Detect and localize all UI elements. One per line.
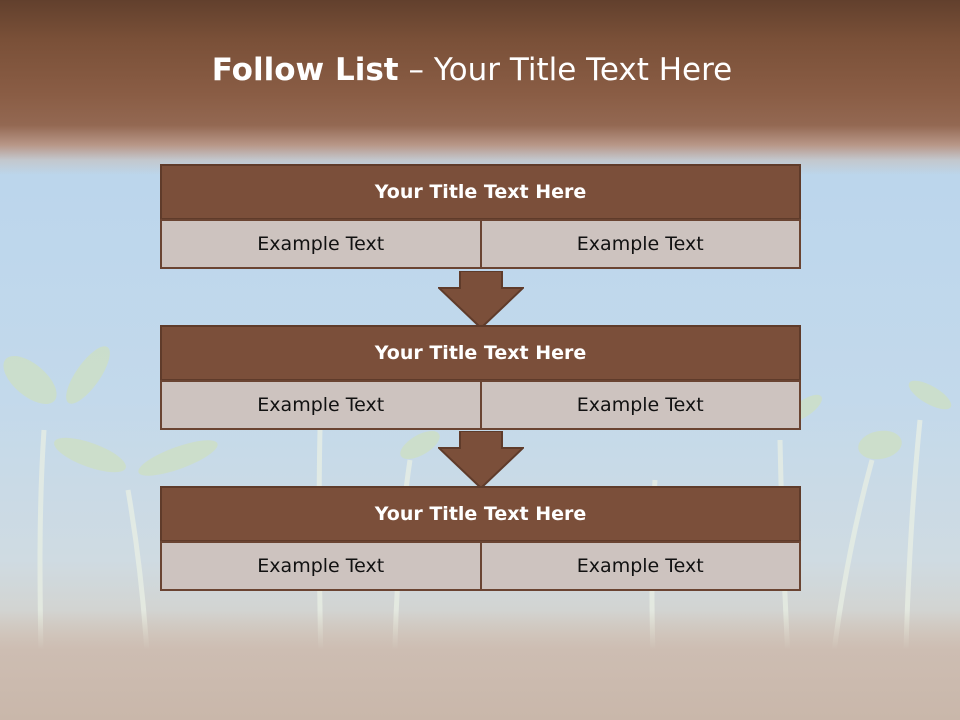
slide-title: Follow List – Your Title Text Here bbox=[0, 52, 944, 88]
down-arrow-icon bbox=[438, 431, 524, 489]
block-title: Your Title Text Here bbox=[160, 325, 801, 381]
block-row: Example Text Example Text bbox=[160, 219, 801, 269]
block-right-text: Example Text bbox=[481, 541, 801, 591]
list-block-1: Your Title Text Here Example Text Exampl… bbox=[160, 164, 801, 269]
block-left-text: Example Text bbox=[160, 380, 482, 430]
block-row: Example Text Example Text bbox=[160, 380, 801, 430]
block-left-text: Example Text bbox=[160, 219, 482, 269]
block-title: Your Title Text Here bbox=[160, 164, 801, 220]
block-left-text: Example Text bbox=[160, 541, 482, 591]
background-soil bbox=[0, 610, 960, 720]
block-row: Example Text Example Text bbox=[160, 541, 801, 591]
block-right-text: Example Text bbox=[481, 219, 801, 269]
down-arrow-icon bbox=[438, 271, 524, 329]
header-band bbox=[0, 0, 960, 175]
list-block-3: Your Title Text Here Example Text Exampl… bbox=[160, 486, 801, 591]
slide-title-rest: – Your Title Text Here bbox=[398, 52, 733, 88]
block-right-text: Example Text bbox=[481, 380, 801, 430]
block-title: Your Title Text Here bbox=[160, 486, 801, 542]
list-block-2: Your Title Text Here Example Text Exampl… bbox=[160, 325, 801, 430]
slide-title-bold: Follow List bbox=[211, 52, 399, 88]
